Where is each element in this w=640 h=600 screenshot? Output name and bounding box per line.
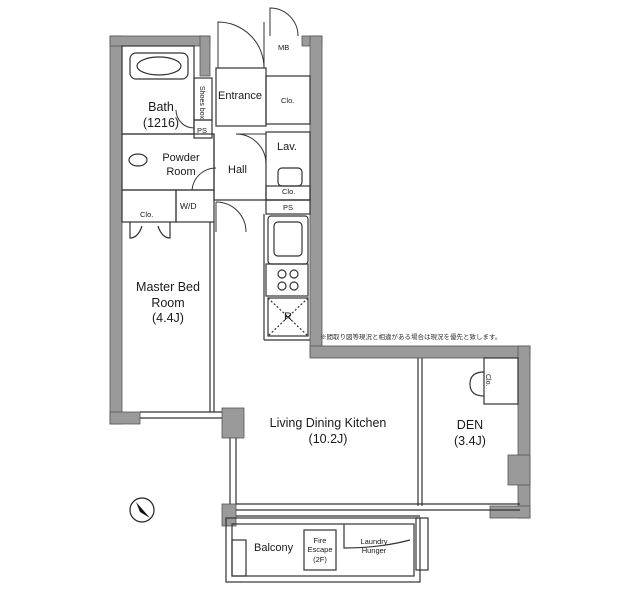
mb-label: MB (278, 43, 290, 52)
entrance-label: Entrance (218, 90, 263, 102)
washer-dryer-label: W/D (180, 201, 197, 211)
den-closet-label: Clo. (483, 374, 491, 387)
powder-room-label: Powder Room (162, 152, 200, 178)
lav-ps-label: PS (283, 203, 294, 212)
shoes-box-label: Shoes box (197, 86, 205, 120)
hall-label: Hall (228, 164, 247, 176)
balcony-label: Balcony (254, 542, 294, 554)
doors (175, 7, 299, 233)
bedroom-closet-label: Clo. (140, 210, 154, 219)
bath-label: Bath (1216) (142, 100, 180, 130)
bath-ps-label: PS (197, 126, 208, 135)
laundry-hunger-label: Laundry Hunger (360, 537, 388, 556)
lav-label: Lav. (277, 141, 297, 153)
lav-closet-label: Clo. (282, 187, 296, 196)
refrigerator-label: R (284, 311, 292, 323)
den-label: DEN (3.4J) (454, 418, 486, 448)
master-bedroom-label: Master Bed Room (4.4J) (136, 280, 200, 326)
disclaimer-note: ※間取り図等現況と相違がある場合は現況を優先と致します。 (320, 334, 502, 341)
ldk-label: Living Dining Kitchen (10.2J) (269, 416, 387, 446)
exterior-walls (109, 35, 531, 527)
interior-walls (121, 45, 520, 583)
fire-escape-label: Fire Escape (2F) (307, 536, 333, 564)
north-arrow-icon (129, 497, 155, 523)
entrance-closet-label: Clo. (281, 96, 295, 105)
